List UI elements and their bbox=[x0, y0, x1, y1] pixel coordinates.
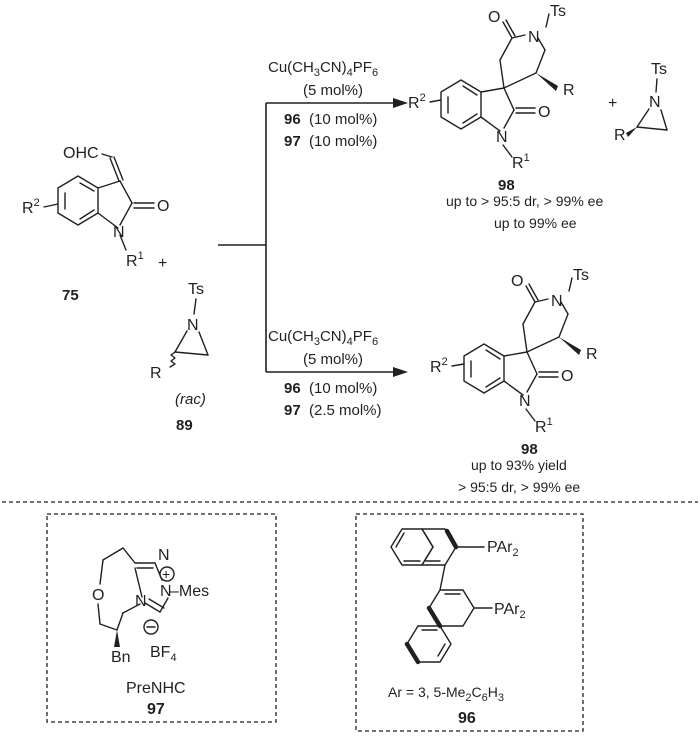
n-label: N bbox=[496, 129, 508, 146]
n-label: N bbox=[187, 317, 199, 334]
ts-label: Ts bbox=[550, 3, 566, 20]
n-label: N bbox=[135, 593, 147, 610]
ts-label: Ts bbox=[651, 61, 667, 78]
compound-75-id: 75 bbox=[62, 287, 79, 304]
bottom-product-98: O N Ts R O N R1 R2 98 bbox=[430, 267, 598, 458]
compound-89-id: 89 bbox=[176, 417, 193, 434]
cho-label: OHC bbox=[63, 145, 99, 162]
top-catalyst: Cu(CH3CN)4PF6 bbox=[268, 59, 378, 79]
bf4-label: BF4 bbox=[150, 644, 177, 664]
ar-definition: Ar = 3, 5-Me2C6H3 bbox=[388, 684, 504, 704]
top-byproduct-aziridine: + Ts N R bbox=[608, 61, 668, 144]
bn-label: Bn bbox=[111, 649, 131, 666]
r1-label: R1 bbox=[126, 250, 144, 270]
bottom-ligand-id: 96 bbox=[284, 380, 301, 397]
top-nhc-id: 97 bbox=[284, 133, 301, 150]
plus-charge: + bbox=[162, 566, 170, 582]
par2-label: PAr2 bbox=[494, 601, 526, 621]
bottom-conditions: Cu(CH3CN)4PF6 (5 mol%) 96 (10 mol%) 97 (… bbox=[268, 328, 382, 419]
r2-label: R2 bbox=[430, 356, 448, 376]
n-label: N bbox=[528, 29, 540, 46]
top-loading: (5 mol%) bbox=[303, 82, 363, 99]
top-nhc-loading: (10 mol%) bbox=[309, 133, 377, 150]
prenhc-label: PreNHC bbox=[126, 680, 186, 697]
rac-label: (rac) bbox=[175, 391, 206, 408]
n-label: N bbox=[519, 393, 531, 410]
reaction-arrows bbox=[218, 98, 408, 377]
compound-89: Ts N R (rac) 89 bbox=[150, 281, 209, 434]
oxo-label: O bbox=[561, 368, 573, 385]
compound-96-id: 96 bbox=[458, 710, 476, 727]
n-label: N bbox=[158, 547, 170, 564]
n-label: N bbox=[551, 293, 563, 310]
top-conditions: Cu(CH3CN)4PF6 (5 mol%) 96 (10 mol%) 97 (… bbox=[268, 59, 378, 150]
top-product-98: O N Ts R O N R1 R2 98 bbox=[408, 3, 575, 194]
mes-label: –Mes bbox=[170, 583, 209, 600]
compound-75: OHC O N R1 R2 75 bbox=[22, 145, 169, 304]
r-label: R bbox=[614, 127, 626, 144]
top-ligand-id: 96 bbox=[284, 111, 301, 128]
r2-label: R2 bbox=[408, 92, 426, 112]
n-label: N bbox=[160, 583, 172, 600]
r-label: R bbox=[563, 82, 575, 99]
compound-97-id: 97 bbox=[147, 701, 165, 718]
oxo-label: O bbox=[157, 198, 169, 215]
compound-98-id: 98 bbox=[498, 177, 515, 194]
plus-sign: + bbox=[608, 95, 617, 112]
ts-label: Ts bbox=[573, 267, 589, 284]
oxo-label: O bbox=[538, 104, 550, 121]
r-label: R bbox=[586, 346, 598, 363]
bottom-ligand-loading: (10 mol%) bbox=[309, 380, 377, 397]
ts-label: Ts bbox=[188, 281, 204, 298]
plus-sign: + bbox=[158, 255, 167, 272]
bottom-catalyst: Cu(CH3CN)4PF6 bbox=[268, 328, 378, 348]
oxo-label: O bbox=[511, 273, 523, 290]
bottom-yield: up to 93% yield bbox=[471, 457, 567, 473]
r1-label: R1 bbox=[512, 152, 530, 172]
bottom-loading: (5 mol%) bbox=[303, 351, 363, 368]
oxygen-label: O bbox=[92, 587, 104, 604]
prenhc-97-box: O N N N –Mes + BF4 Bn PreNHC 97 bbox=[46, 513, 277, 723]
n-label: N bbox=[649, 94, 661, 111]
r1-label: R1 bbox=[535, 416, 553, 436]
par2-label: PAr2 bbox=[487, 539, 519, 559]
bottom-selectivity: > 95:5 dr, > 99% ee bbox=[458, 479, 580, 495]
ligand-96-box: PAr2 PAr2 Ar = 3, 5-Me2C6H3 96 bbox=[355, 513, 584, 732]
top-selectivity: up to > 95:5 dr, > 99% ee bbox=[446, 193, 603, 209]
n-label: N bbox=[113, 224, 125, 241]
top-ligand-loading: (10 mol%) bbox=[309, 111, 377, 128]
bottom-nhc-id: 97 bbox=[284, 402, 301, 419]
compound-98-id: 98 bbox=[521, 441, 538, 458]
oxo-label: O bbox=[488, 9, 500, 26]
top-ee: up to 99% ee bbox=[494, 215, 577, 231]
r-label: R bbox=[150, 365, 162, 382]
bottom-nhc-loading: (2.5 mol%) bbox=[309, 402, 382, 419]
r2-label: R2 bbox=[22, 197, 40, 217]
